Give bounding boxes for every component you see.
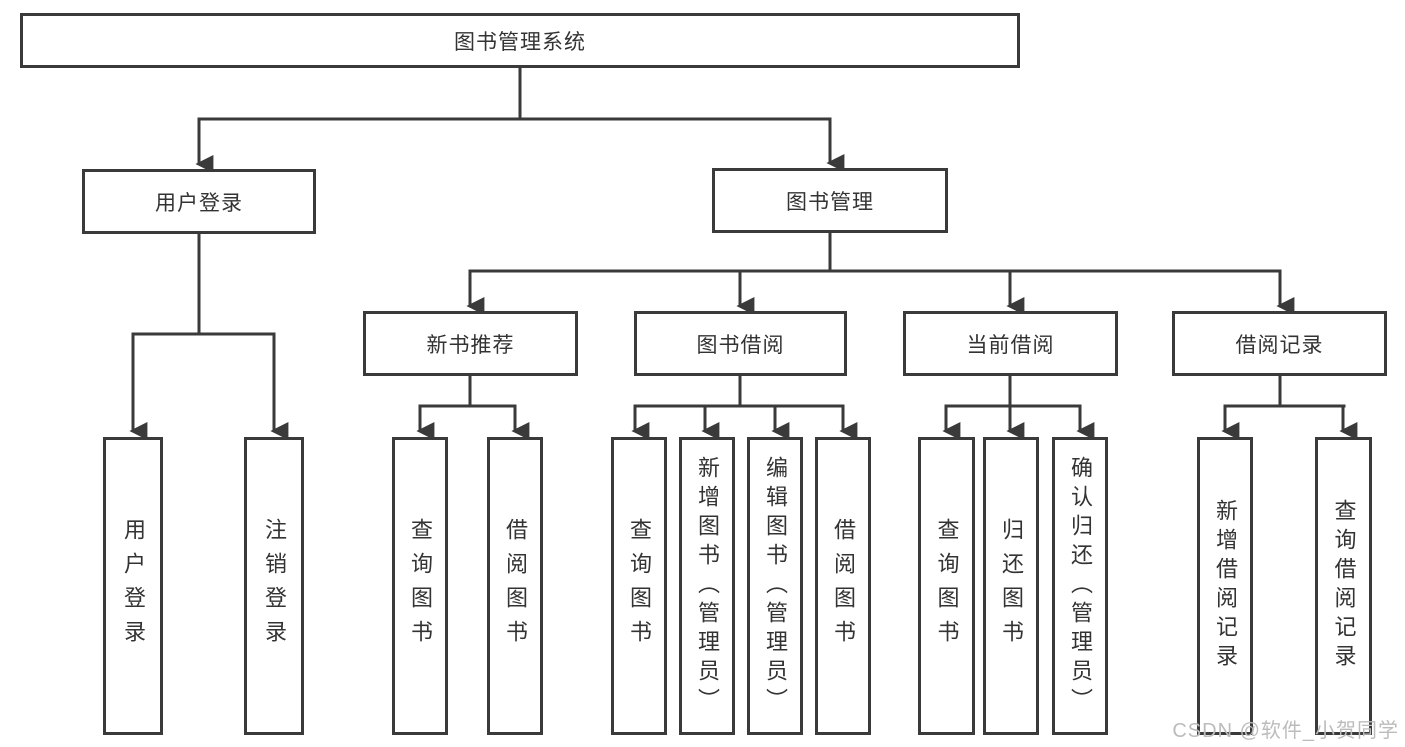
node-borrowing-records: 借阅记录	[1172, 311, 1387, 376]
node-book-borrowing: 图书借阅	[634, 311, 847, 376]
node-user-login: 用户登录	[82, 169, 316, 234]
node-new-book-recommendation: 新书推荐	[363, 311, 578, 376]
leaf-query-books-recommend: 查询图书	[392, 437, 448, 735]
leaf-edit-book-admin: 编辑图书（管理员）	[747, 437, 803, 735]
leaf-logout: 注销登录	[244, 437, 304, 735]
node-book-management: 图书管理	[712, 168, 948, 233]
leaf-add-borrow-record: 新增借阅记录	[1197, 437, 1253, 735]
leaf-add-book-admin: 新增图书（管理员）	[679, 437, 735, 735]
csdn-watermark: CSDN @软件_小贺同学	[1172, 720, 1399, 742]
leaf-borrow-books-borrowing: 借阅图书	[815, 437, 871, 735]
node-library-management-system: 图书管理系统	[20, 13, 1020, 68]
leaf-query-books-current: 查询图书	[918, 437, 975, 735]
leaf-borrow-books-recommend: 借阅图书	[487, 437, 543, 735]
leaf-user-login: 用户登录	[103, 437, 163, 735]
node-current-borrowing: 当前借阅	[903, 311, 1118, 376]
leaf-confirm-return-admin: 确认归还（管理员）	[1052, 437, 1108, 735]
leaf-query-books-borrowing: 查询图书	[611, 437, 667, 735]
leaf-return-books: 归还图书	[983, 437, 1039, 735]
leaf-query-borrow-record: 查询借阅记录	[1315, 437, 1372, 735]
